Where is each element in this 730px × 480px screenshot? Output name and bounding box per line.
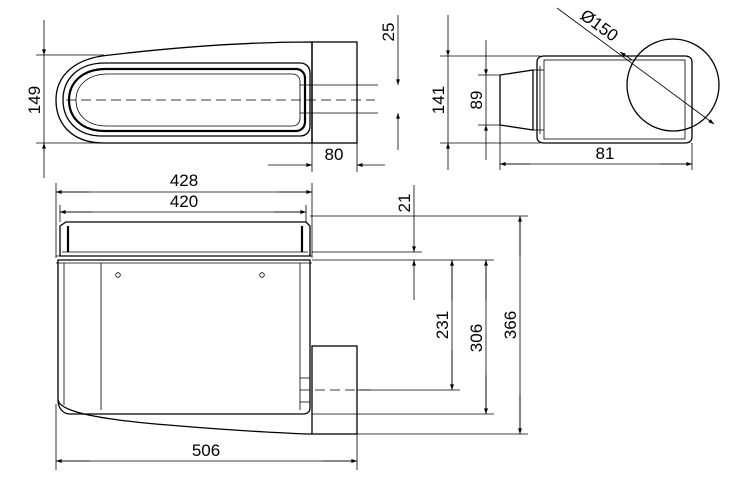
top-view-outer-outline	[55, 41, 313, 144]
top-view-inner-outline	[62, 62, 311, 137]
dim-149: 149	[25, 86, 44, 114]
screw-hole-left	[115, 272, 121, 278]
top-view: 149 25 80	[25, 15, 400, 178]
dim-366: 366	[501, 311, 520, 339]
top-view-band	[67, 67, 307, 133]
front-view-lid	[59, 221, 311, 257]
side-view-body	[536, 55, 693, 144]
dim-80: 80	[325, 145, 344, 164]
side-view-spigot	[499, 69, 534, 131]
front-view: 428 420 21 231 306 366	[55, 171, 528, 470]
dim-89: 89	[467, 91, 486, 110]
side-view-band	[543, 59, 686, 140]
side-view-circle	[626, 38, 720, 132]
dim-21: 21	[395, 194, 414, 213]
side-view: Ø150 141 89 81	[429, 6, 720, 170]
screw-hole-right	[259, 272, 265, 278]
dim-25: 25	[379, 23, 398, 42]
dim-506: 506	[192, 441, 220, 460]
dim-306: 306	[467, 324, 486, 352]
dim-81: 81	[596, 144, 615, 163]
dim-141: 141	[429, 86, 448, 114]
top-view-spigot	[311, 41, 358, 144]
front-view-body	[57, 259, 311, 415]
dim-420: 420	[170, 192, 198, 211]
front-view-taper	[57, 399, 313, 435]
dim-428: 428	[170, 171, 198, 190]
top-view-core	[75, 73, 301, 127]
dim-231: 231	[433, 311, 452, 339]
